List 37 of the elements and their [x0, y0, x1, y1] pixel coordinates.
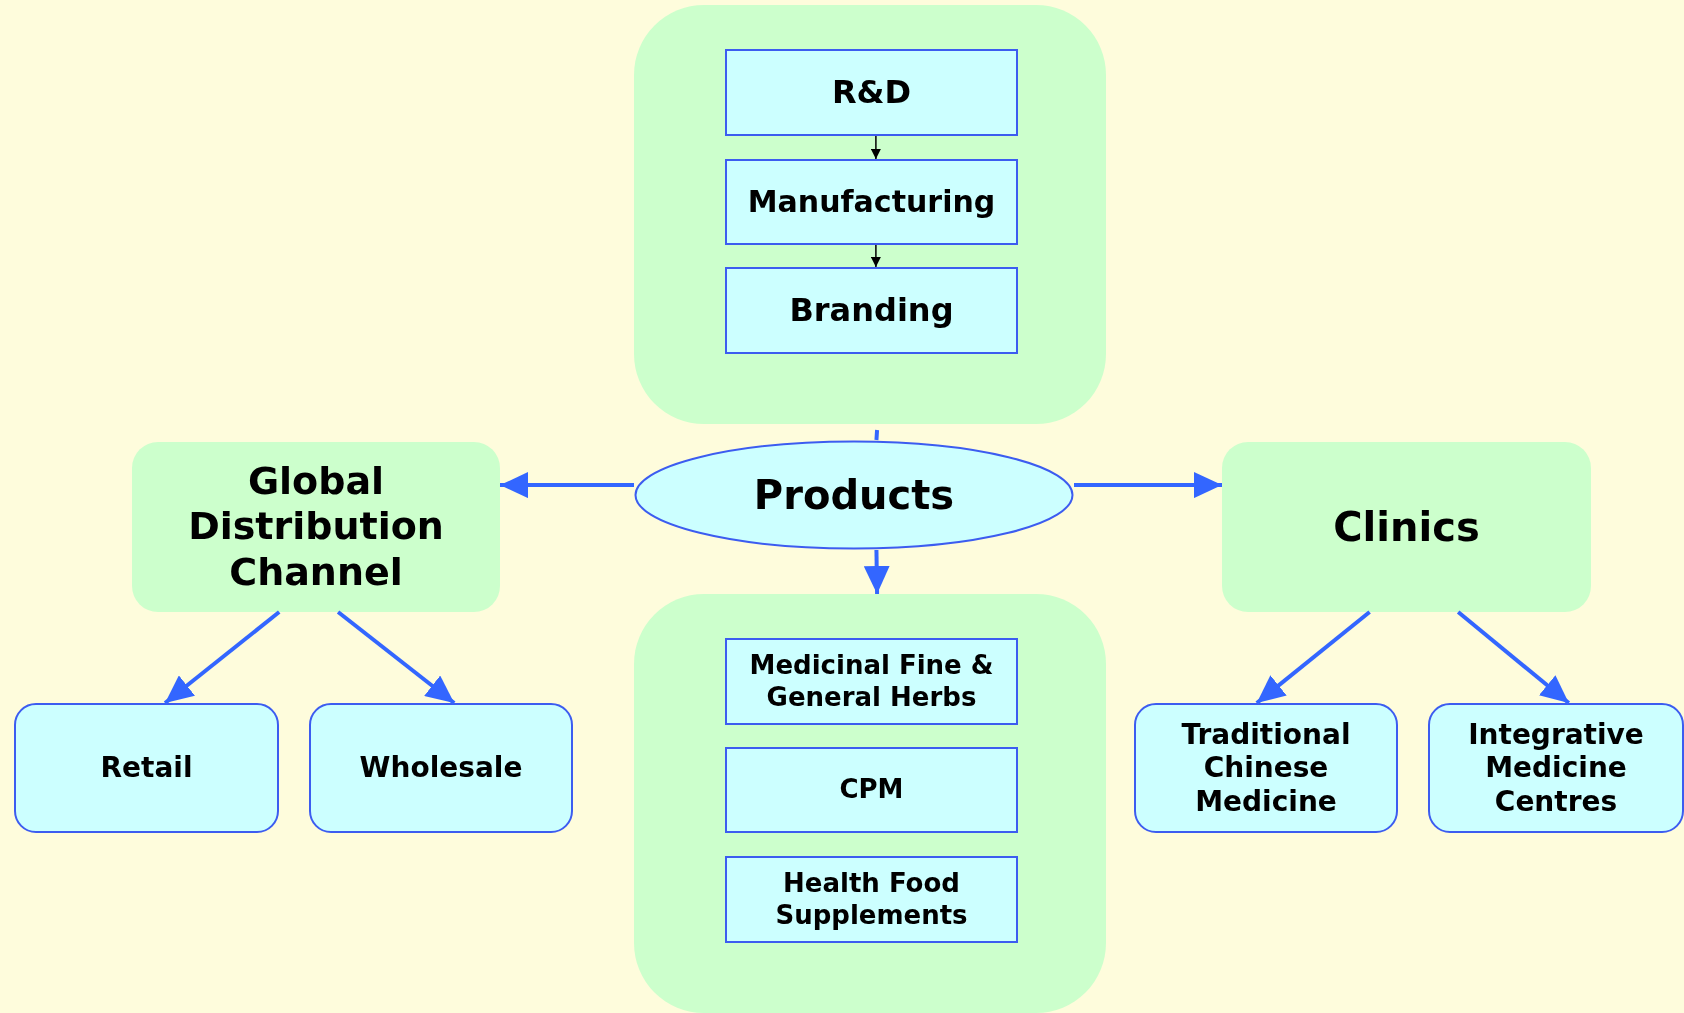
node-label: Health Food Supplements	[774, 868, 969, 931]
group-panel	[634, 594, 1106, 1013]
item-box	[1134, 703, 1398, 833]
node-label: Traditional Chinese Medicine	[1180, 717, 1352, 819]
node-label: Products	[753, 471, 955, 519]
product-box	[725, 747, 1018, 833]
item-box	[14, 703, 279, 833]
product-box	[725, 856, 1018, 943]
arrow	[163, 610, 281, 705]
products-ellipse	[634, 440, 1074, 550]
node-label: Integrative Medicine Centres	[1467, 717, 1645, 819]
arrow	[1074, 472, 1222, 499]
node-label: Manufacturing	[747, 184, 996, 220]
node-label: Global Distribution Channel	[187, 458, 445, 596]
node-label: Clinics	[1333, 503, 1480, 551]
process-box	[725, 49, 1018, 136]
arrow	[500, 472, 634, 499]
process-box	[725, 159, 1018, 245]
node-label: Retail	[100, 751, 193, 785]
arrow	[1255, 610, 1371, 705]
process-box	[725, 267, 1018, 354]
arrow	[870, 135, 881, 160]
node-label: Medicinal Fine & General Herbs	[748, 650, 995, 713]
node-label: R&D	[831, 73, 912, 112]
category-box	[1222, 442, 1591, 612]
category-box	[132, 442, 500, 612]
arrow	[870, 244, 881, 268]
item-box	[1428, 703, 1684, 833]
node-label: Wholesale	[359, 751, 523, 785]
arrow	[863, 549, 890, 595]
arrow	[1456, 610, 1571, 705]
product-box	[725, 638, 1018, 725]
node-label: Branding	[789, 291, 954, 330]
node-label: CPM	[839, 774, 904, 806]
arrow	[336, 610, 456, 705]
group-panel	[634, 5, 1106, 424]
item-box	[309, 703, 573, 833]
